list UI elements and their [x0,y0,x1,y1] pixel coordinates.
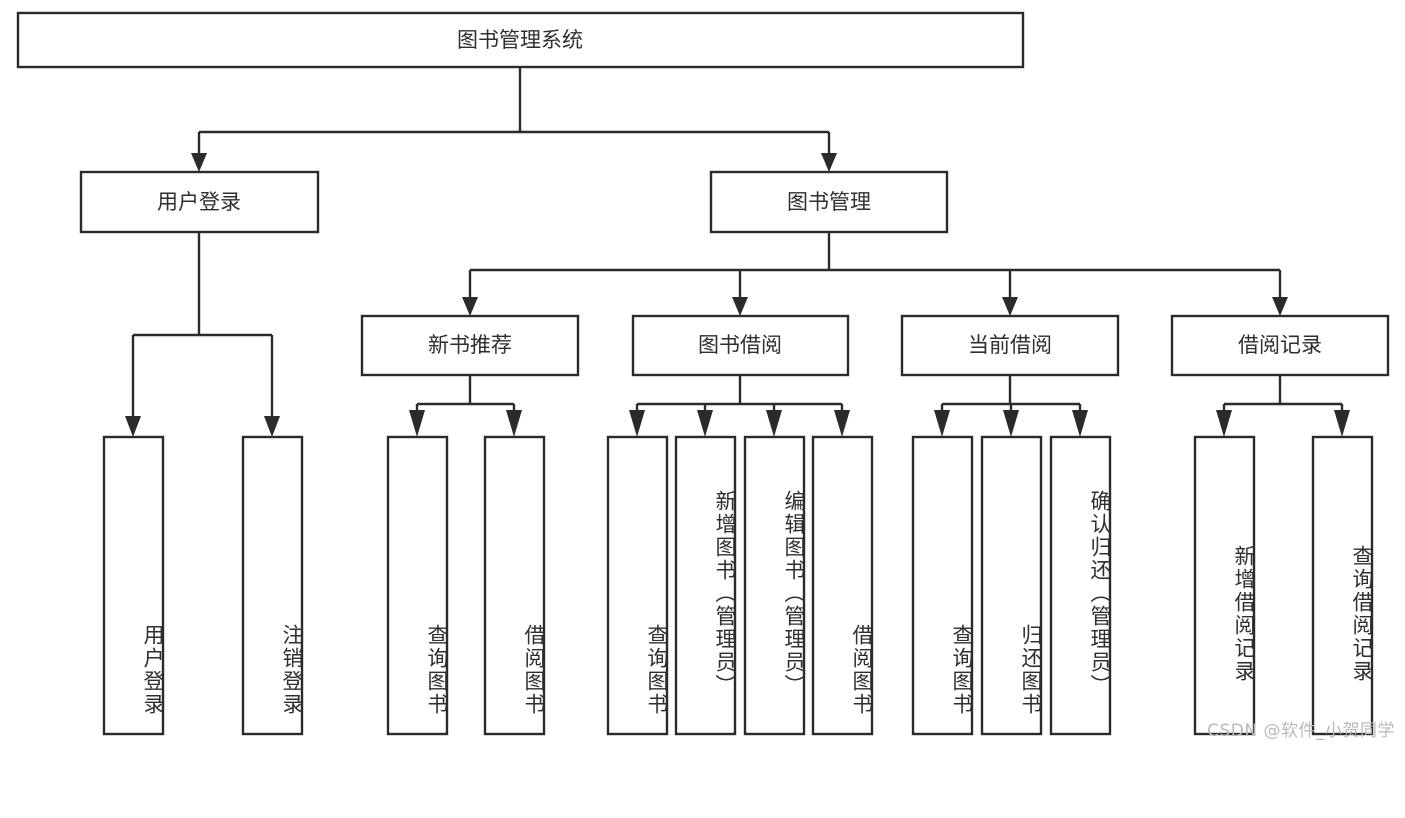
connector-layer [125,67,1350,437]
arrowhead-leaf-user-login-1 [125,416,141,437]
arrowhead-user-login [191,153,207,172]
flowchart-diagram: 图书管理系统 用户登录 图书管理 新书推荐 图书借阅 当前借阅 借阅记录 [16,11,1395,741]
arrowhead-leaf-currentborrow-2 [1003,410,1019,437]
leaf-box-bookborrow-edit[interactable] [743,435,806,736]
arrowhead-leaf-borrowrecord-1 [1216,410,1232,437]
arrowhead-leaf-bookborrow-2 [697,410,713,437]
leaf-box-layer[interactable] [102,435,1374,736]
csdn-watermark: CSDN @软件_小贺同学 [1207,721,1395,741]
node-book-manage-label: 图书管理 [787,190,871,214]
node-book-manage[interactable]: 图书管理 [709,170,949,234]
arrowhead-book-manage [821,153,837,172]
flowchart-svg: 图书管理系统 用户登录 图书管理 新书推荐 图书借阅 当前借阅 借阅记录 [16,11,1390,736]
node-new-book-recommend-box[interactable] [360,314,580,377]
node-new-book-recommend-label: 新书推荐 [428,333,512,357]
node-root-box[interactable] [16,11,1025,69]
leaf-box-user-login-login[interactable] [102,435,165,736]
leaf-box-borrowrecord-query[interactable] [1311,435,1374,736]
leaf-box-borrowrecord-add[interactable] [1193,435,1256,736]
arrowhead-new-book-recommend [462,297,478,316]
node-borrow-record-box[interactable] [1170,314,1390,377]
node-borrow-record[interactable]: 借阅记录 [1170,314,1390,377]
arrowhead-leaf-currentborrow-1 [934,410,950,437]
leaf-box-bookborrow-borrow[interactable] [811,435,874,736]
node-user-login[interactable]: 用户登录 [79,170,320,234]
leaf-box-bookborrow-query[interactable] [606,435,669,736]
arrowhead-current-borrow [1002,297,1018,316]
arrowhead-leaf-newbook-2 [506,410,522,437]
node-current-borrow[interactable]: 当前借阅 [900,314,1120,377]
node-user-login-label: 用户登录 [157,190,241,214]
arrowhead-leaf-borrowrecord-2 [1334,410,1350,437]
node-book-borrow-label: 图书借阅 [698,333,782,357]
arrowhead-leaf-bookborrow-1 [629,410,645,437]
arrowhead-leaf-newbook-1 [409,410,425,437]
node-root-label: 图书管理系统 [457,28,583,52]
node-book-manage-box[interactable] [709,170,949,234]
node-user-login-box[interactable] [79,170,320,234]
arrowhead-leaf-currentborrow-3 [1072,410,1088,437]
leaf-box-user-login-logout[interactable] [241,435,304,736]
leaf-box-bookborrow-add[interactable] [674,435,737,736]
node-root[interactable]: 图书管理系统 [16,11,1025,69]
arrowhead-leaf-bookborrow-3 [766,410,782,437]
node-current-borrow-box[interactable] [900,314,1120,377]
arrowhead-leaf-user-login-2 [264,416,280,437]
arrowhead-borrow-record [1272,297,1288,316]
leaf-box-newbook-borrow[interactable] [483,435,546,736]
node-current-borrow-label: 当前借阅 [968,333,1052,357]
node-new-book-recommend[interactable]: 新书推荐 [360,314,580,377]
arrowhead-book-borrow [732,297,748,316]
node-book-borrow-box[interactable] [631,314,850,377]
leaf-box-currentborrow-query[interactable] [911,435,974,736]
leaf-box-currentborrow-confirm[interactable] [1049,435,1112,736]
node-borrow-record-label: 借阅记录 [1238,333,1322,357]
leaf-box-newbook-query[interactable] [386,435,449,736]
arrowhead-leaf-bookborrow-4 [834,410,850,437]
node-book-borrow[interactable]: 图书借阅 [631,314,850,377]
leaf-box-currentborrow-return[interactable] [980,435,1043,736]
